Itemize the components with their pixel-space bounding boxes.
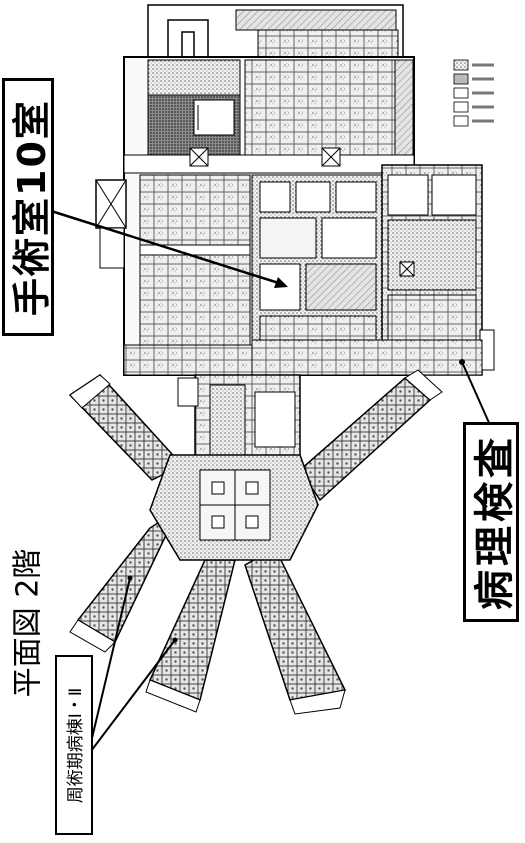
- main-building: [95, 4, 495, 376]
- legend-key: [453, 59, 494, 127]
- pathology-label-text: 病理検査: [472, 434, 518, 610]
- surgery-room-label: 手術室10室: [2, 78, 54, 336]
- perioperative-ward-label-text: 周術期病棟Ⅰ・Ⅱ: [66, 687, 87, 803]
- periop-pointer-1: [87, 577, 131, 756]
- perioperative-ward-label: 周術期病棟Ⅰ・Ⅱ: [55, 655, 93, 835]
- pointer-lines: [47, 208, 491, 756]
- periop-pointer-2: [87, 639, 176, 756]
- surgery-room-arrowhead: [274, 277, 288, 288]
- x-shaped-ward: [68, 369, 443, 715]
- floor-plan-title: 平面図 2階: [4, 535, 45, 710]
- pathology-label: 病理検査: [463, 422, 519, 622]
- surgery-room-label-text: 手術室10室: [9, 98, 54, 316]
- connector-corridor: [177, 374, 301, 471]
- floor-plan-title-text: 平面図 2階: [10, 548, 45, 697]
- pathology-pointer: [461, 361, 491, 426]
- surgery-room-pointer: [47, 208, 286, 287]
